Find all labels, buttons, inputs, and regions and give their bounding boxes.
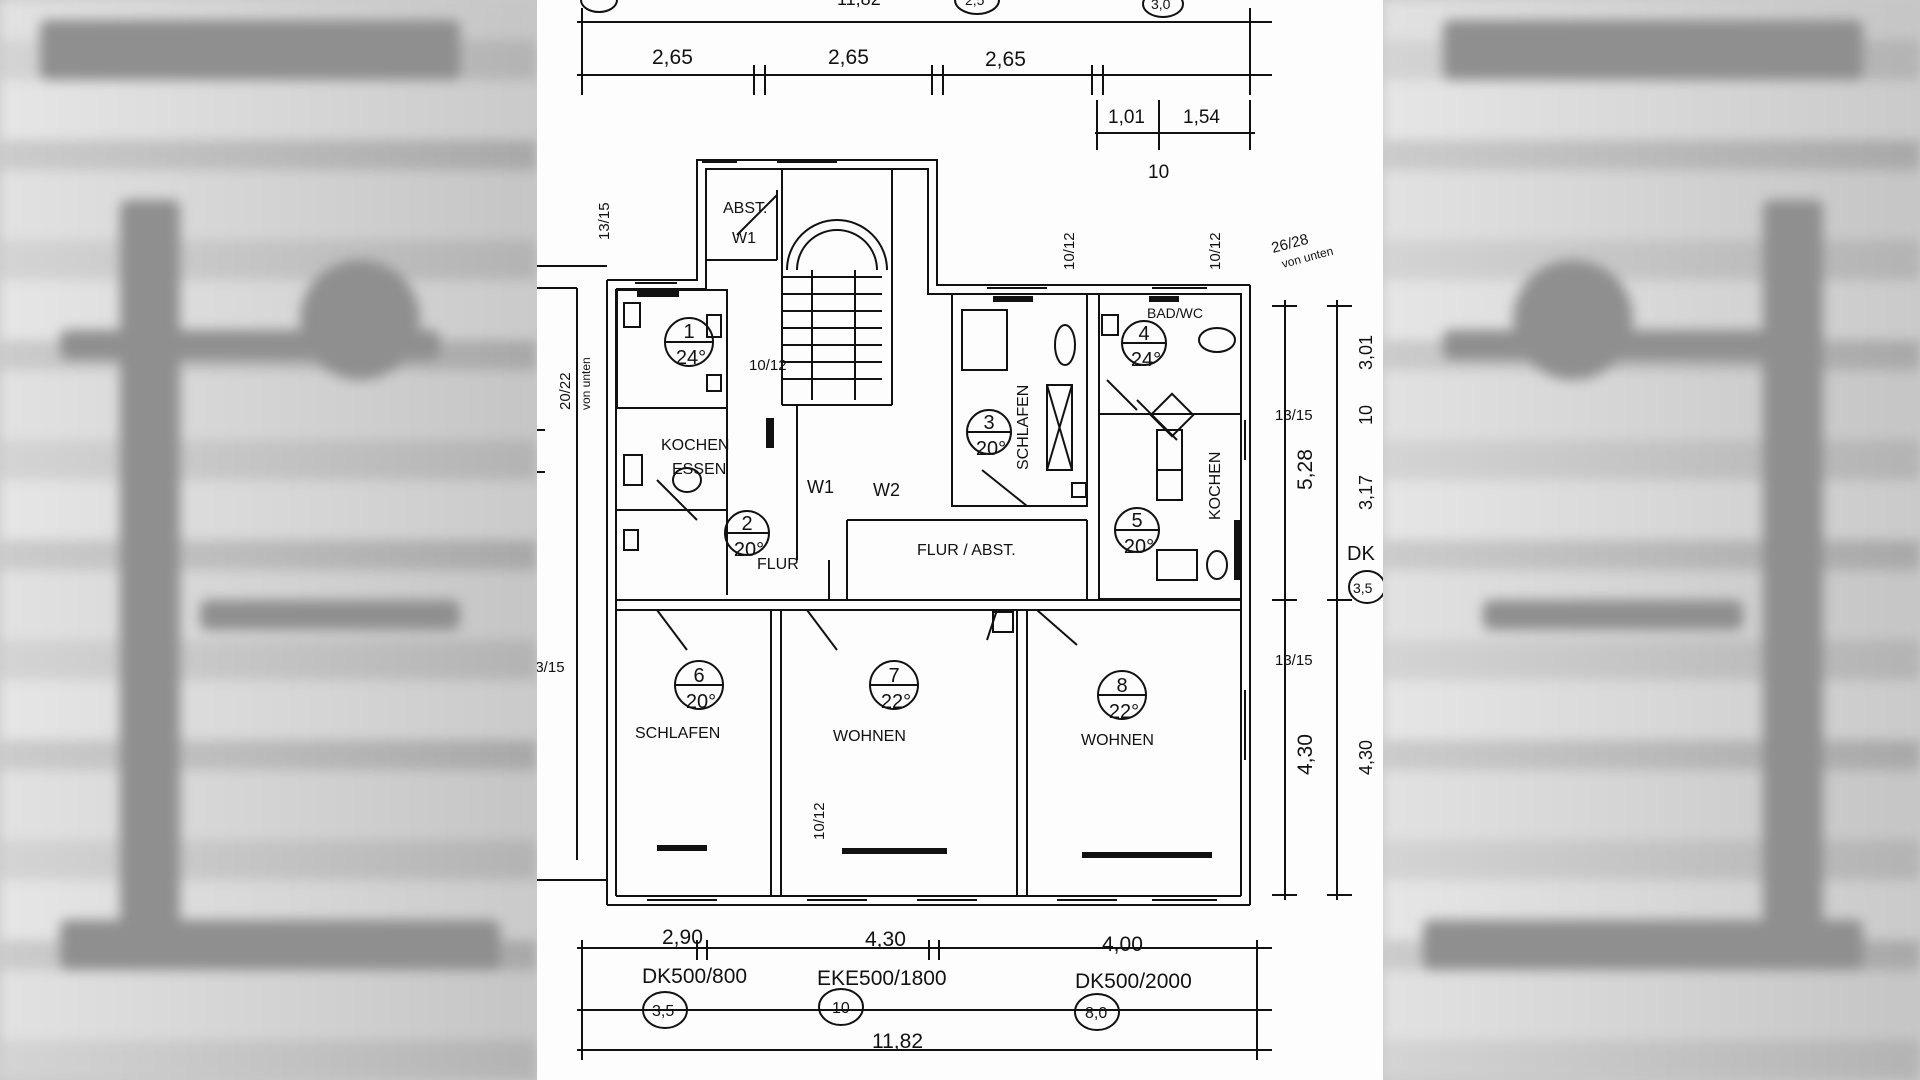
room-1-number: 1 — [683, 321, 694, 343]
dim-top-circle-b: 3,0 — [1151, 0, 1171, 12]
room-6-temp: 20° — [686, 691, 716, 713]
dim-top-sub1: 1,01 — [1108, 107, 1145, 128]
room-3-number: 3 — [983, 412, 994, 434]
window-type-3: DK500/2000 — [1075, 970, 1192, 993]
dim-top-ten: 10 — [1148, 162, 1169, 183]
room-8-number: 8 — [1116, 675, 1127, 697]
room-7-label: WOHNEN — [833, 728, 906, 745]
dim-top-circle-a: 2,5 — [965, 0, 985, 8]
room-5-temp: 20° — [1124, 536, 1154, 558]
dim-top-seg2: 2,65 — [828, 46, 869, 69]
wall-note-4: 10/12 — [1061, 232, 1078, 270]
room-2-label: FLUR — [757, 556, 799, 573]
floor-plan-drawing: 2,65 2,65 2,65 1,01 1,54 10 11,82 2,5 3,… — [537, 0, 1383, 1060]
w2-label: W2 — [873, 480, 900, 500]
wall-note-5: 10/12 — [1207, 232, 1224, 270]
dim-right-a: 3,01 — [1356, 335, 1376, 370]
room-7-number: 7 — [888, 665, 899, 687]
bottom-circle-2: 10 — [832, 1000, 850, 1017]
blurred-background-right — [1383, 0, 1920, 1080]
wall-note-10: 10/12 — [811, 802, 828, 840]
wall-note-2: 20/22 — [557, 372, 574, 410]
room-6-label: SCHLAFEN — [635, 725, 720, 742]
blurred-background-left — [0, 0, 537, 1080]
dim-bottom-seg1: 2,90 — [662, 926, 703, 949]
dim-right-total: 5,28 — [1294, 449, 1317, 490]
room-5-label: KOCHEN — [1207, 452, 1224, 520]
room-1-temp: 24° — [676, 347, 706, 369]
dim-top-sub2: 1,54 — [1183, 107, 1220, 128]
wall-note-7: 13/15 — [1275, 407, 1313, 424]
dk-label-right: DK — [1347, 543, 1375, 565]
room-7-temp: 22° — [881, 691, 911, 713]
room-6-number: 6 — [693, 665, 704, 687]
abst-label: ABST. — [723, 200, 767, 217]
essen-label: ESSEN — [672, 461, 726, 478]
dim-bottom-seg2: 4,30 — [865, 928, 906, 951]
dim-right-low: 4,30 — [1294, 734, 1317, 775]
wall-note-3: 10/12 — [749, 357, 787, 374]
wall-note-2b: von unten — [579, 357, 593, 410]
window-type-2: EKE500/1800 — [817, 967, 947, 990]
room-2-temp: 20° — [734, 539, 764, 561]
room-5-number: 5 — [1131, 510, 1142, 532]
wall-note-1: 13/15 — [596, 202, 613, 240]
kochen-label: KOCHEN — [661, 437, 729, 454]
room-8-temp: 22° — [1109, 701, 1139, 723]
dim-top-total: 11,82 — [837, 0, 881, 9]
room-3-label: SCHLAFEN — [1015, 385, 1032, 470]
flur-abst-label: FLUR / ABST. — [917, 542, 1016, 559]
room-2-number: 2 — [741, 513, 752, 535]
abst-w1-label: W1 — [732, 230, 756, 247]
window-type-1: DK500/800 — [642, 965, 747, 988]
room-4-number: 4 — [1138, 323, 1149, 345]
room-4-temp: 24° — [1131, 349, 1161, 371]
bottom-circle-1: 3,5 — [652, 1003, 674, 1020]
dim-right-low2: 4,30 — [1356, 740, 1376, 775]
dim-bottom-seg3: 4,00 — [1102, 933, 1143, 956]
room-3-temp: 20° — [976, 438, 1006, 460]
dim-bottom-total: 11,82 — [872, 1030, 923, 1053]
dim-top-seg3: 2,65 — [985, 48, 1026, 71]
dim-top-seg1: 2,65 — [652, 46, 693, 69]
wall-note-8: 13/15 — [1275, 652, 1313, 669]
room-4-label: BAD/WC — [1147, 305, 1203, 321]
bottom-circle-3: 8,0 — [1085, 1005, 1107, 1022]
room-8-label: WOHNEN — [1081, 732, 1154, 749]
floor-plan-sheet: 2,65 2,65 2,65 1,01 1,54 10 11,82 2,5 3,… — [537, 0, 1383, 1080]
dim-right-b: 10 — [1356, 405, 1376, 425]
wall-note-9: 13/15 — [537, 659, 565, 676]
w1-label: W1 — [807, 477, 834, 497]
dim-right-c: 3,17 — [1356, 475, 1376, 510]
dk-circle-right: 3,5 — [1353, 580, 1373, 596]
